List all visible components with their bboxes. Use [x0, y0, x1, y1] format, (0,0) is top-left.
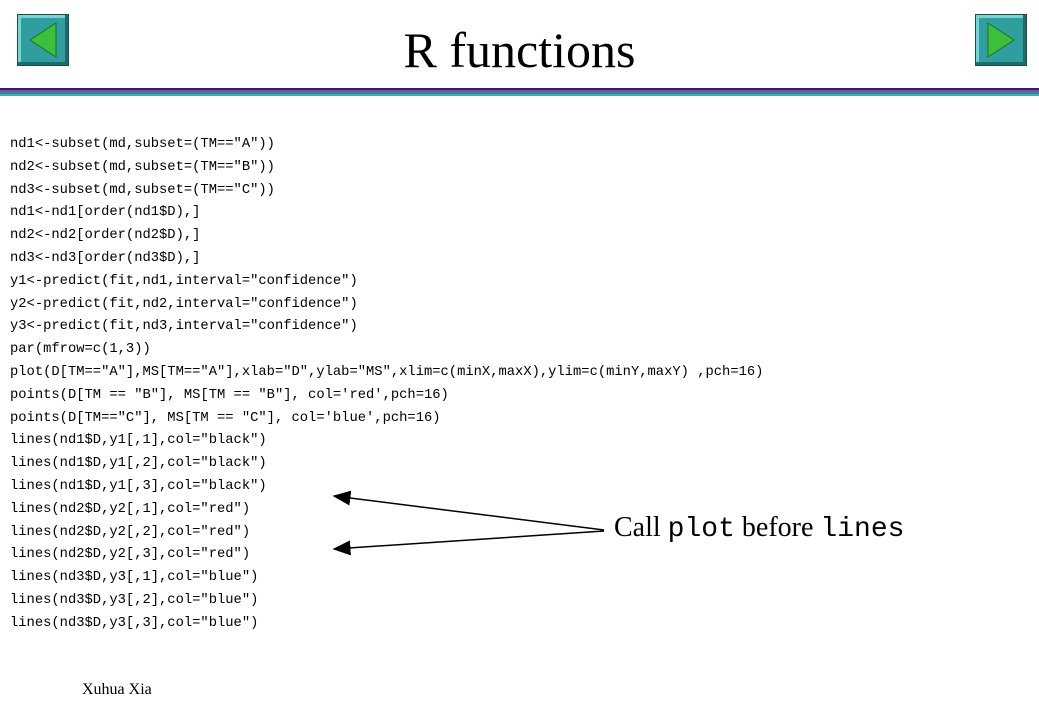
divider-bar-3 [0, 92, 1039, 94]
title-divider [0, 88, 1039, 96]
divider-bar-2 [0, 90, 1039, 92]
prev-slide-button[interactable] [17, 14, 69, 66]
code-line: nd2<-subset(md,subset=(TM=="B")) [10, 159, 275, 175]
code-line: lines(nd2$D,y2[,3],col="red") [10, 547, 251, 563]
divider-bar-1 [0, 88, 1039, 90]
code-line: lines(nd2$D,y2[,1],col="red") [10, 501, 251, 517]
code-line: nd3<-subset(md,subset=(TM=="C")) [10, 182, 275, 198]
code-line: lines(nd1$D,y1[,1],col="black") [10, 433, 267, 449]
code-line: par(mfrow=c(1,3)) [10, 342, 151, 358]
slide-title: R functions [403, 22, 636, 78]
arrow-to-line-17 [332, 490, 605, 531]
code-line: nd1<-subset(md,subset=(TM=="A")) [10, 137, 275, 152]
callout-code-lines: lines [820, 514, 905, 545]
code-line: y1<-predict(fit,nd1,interval="confidence… [10, 273, 358, 289]
code-line: lines(nd3$D,y3[,1],col="blue") [10, 570, 259, 586]
footer-author: Xuhua Xia [82, 681, 152, 698]
callout-text: Call plot before lines [614, 508, 904, 550]
divider-bar-4 [0, 94, 1039, 96]
code-line: nd1<-nd1[order(nd1$D),] [10, 205, 201, 221]
code-line: lines(nd2$D,y2[,2],col="red") [10, 524, 251, 540]
callout-part-3: before [734, 512, 821, 543]
code-line: points(D[TM == "B"], MS[TM == "B"], col=… [10, 387, 449, 403]
code-line: nd2<-nd2[order(nd2$D),] [10, 228, 201, 244]
callout-code-plot: plot [667, 514, 735, 545]
code-line: points(D[TM=="C"], MS[TM == "C"], col='b… [10, 410, 441, 426]
triangle-right-icon [987, 22, 1015, 58]
arrow-to-line-19 [332, 530, 605, 556]
code-line: lines(nd3$D,y3[,3],col="blue") [10, 615, 259, 631]
code-block: nd1<-subset(md,subset=(TM=="A")) nd2<-sub… [10, 134, 763, 636]
code-line: y3<-predict(fit,nd3,interval="confidence… [10, 319, 358, 335]
code-line: nd3<-nd3[order(nd3$D),] [10, 250, 201, 266]
code-line: lines(nd3$D,y3[,2],col="blue") [10, 592, 259, 608]
code-line: plot(D[TM=="A"],MS[TM=="A"],xlab="D",yla… [10, 364, 764, 380]
code-line: y2<-predict(fit,nd2,interval="confidence… [10, 296, 358, 312]
code-line: lines(nd1$D,y1[,3],col="black") [10, 478, 267, 494]
next-slide-button[interactable] [975, 14, 1027, 66]
callout-part-1: Call [614, 512, 668, 543]
triangle-left-icon [29, 22, 57, 58]
code-line: lines(nd1$D,y1[,2],col="black") [10, 456, 267, 472]
